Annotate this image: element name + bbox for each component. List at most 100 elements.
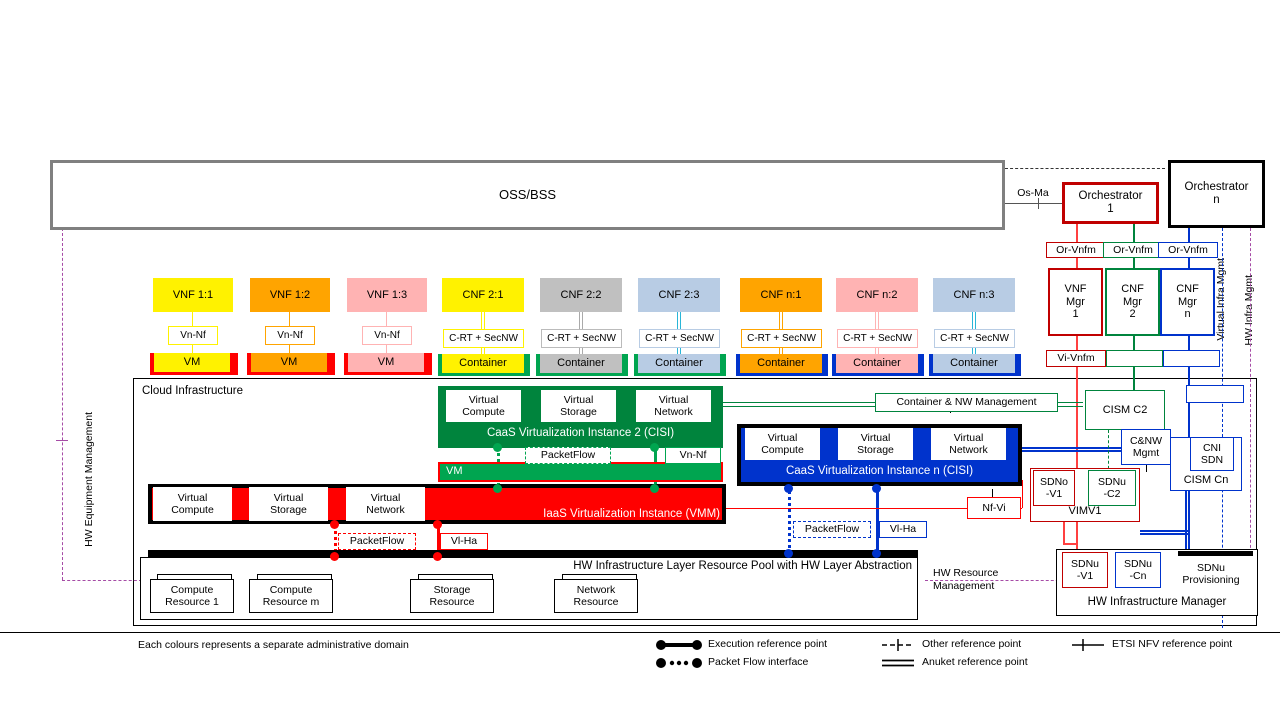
hw-pool-title: HW Infrastructure Layer Resource Pool wi… <box>573 560 912 572</box>
cnf-n-3-container[interactable]: Container <box>933 354 1015 373</box>
cnf-n-3-box[interactable]: CNF n:3 <box>933 278 1015 312</box>
vmm-vl-ha-label[interactable]: Vl-Ha <box>440 533 488 550</box>
nf-vi-hline <box>726 508 1022 509</box>
cloud-infrastructure-box[interactable] <box>133 378 1257 626</box>
hw-equipment-mgmt-hline <box>62 580 142 581</box>
sdnu-provisioning-box[interactable]: SDNu Provisioning <box>1168 556 1254 592</box>
cisi2-packetflow-label[interactable]: PacketFlow <box>525 447 611 464</box>
cnf-2-3-c-rt-secnw[interactable]: C-RT + SecNW <box>639 329 720 348</box>
vnf-1-2-vm[interactable]: VM <box>251 353 327 372</box>
vnf-mgr-1-box[interactable]: VNF Mgr 1 <box>1048 268 1103 336</box>
cnf-2-2-c-rt-secnw[interactable]: C-RT + SecNW <box>541 329 622 348</box>
orchestrator-1-box[interactable]: Orchestrator 1 <box>1062 182 1159 224</box>
os-ma-tick <box>1038 198 1039 209</box>
legend-divider <box>0 632 1280 633</box>
vmm-vlha-line <box>437 524 440 558</box>
hw-equipment-boundary-top <box>1005 168 1165 169</box>
or-vnfm-red[interactable]: Or-Vnfm <box>1046 242 1106 258</box>
orchestrator-n-line2: n <box>1213 194 1220 206</box>
cisin-packetflow-dot-bottom <box>784 549 793 558</box>
legend-anuket-ref-icon <box>882 659 914 667</box>
vnf-1-3-vm[interactable]: VM <box>348 353 424 372</box>
cnf-mgr-n-box[interactable]: CNF Mgr n <box>1160 268 1215 336</box>
vmm-block[interactable] <box>148 484 726 524</box>
cnf-2-3-box[interactable]: CNF 2:3 <box>638 278 720 312</box>
vi-vnfm-green-blank[interactable] <box>1106 350 1163 367</box>
cnf-n-2-container[interactable]: Container <box>836 354 918 373</box>
sdnu-cn-box[interactable]: SDNu -Cn <box>1115 552 1161 588</box>
legend-execution-ref-icon <box>656 640 702 650</box>
cnf-2-1-c-rt-secnw[interactable]: C-RT + SecNW <box>443 329 524 348</box>
cisi-2-vm-label: VM <box>446 465 463 477</box>
cnf-2-1-box[interactable]: CNF 2:1 <box>442 278 524 312</box>
vnf-1-2-vn-nf[interactable]: Vn-Nf <box>265 326 315 345</box>
vmm-vlha-dot-top <box>433 520 442 529</box>
vmm-virtual-network[interactable]: Virtual Network <box>346 487 425 521</box>
cisi2-packetflow-dot-bottom <box>493 484 502 493</box>
cisi-2-vm-strip[interactable] <box>438 462 723 482</box>
vmm-vlha-dot-bottom <box>433 552 442 561</box>
cnf-n-3-c-rt-secnw[interactable]: C-RT + SecNW <box>934 329 1015 348</box>
cisi-2-virtual-compute[interactable]: Virtual Compute <box>446 390 521 422</box>
cisi2-packetflow-dot-top <box>493 443 502 452</box>
cnf-2-3-container[interactable]: Container <box>638 354 720 373</box>
cisi-n-virtual-network[interactable]: Virtual Network <box>931 428 1006 460</box>
sdnu-v1-box[interactable]: SDNu -V1 <box>1062 552 1108 588</box>
vmm-packetflow-dot-top <box>330 520 339 529</box>
vi-vnfm-red[interactable]: Vi-Vnfm <box>1046 350 1106 367</box>
legend-other-ref-label: Other reference point <box>922 638 1022 650</box>
cnf-n-1-container[interactable]: Container <box>740 354 822 373</box>
container-nw-management-box[interactable]: Container & NW Management <box>875 393 1058 412</box>
cnf-n-1-c-rt-secnw[interactable]: C-RT + SecNW <box>741 329 822 348</box>
hw-pool-topbar <box>148 550 918 557</box>
cnf-2-2-container[interactable]: Container <box>540 354 622 373</box>
sdnu-c2-box[interactable]: SDNu -C2 <box>1088 470 1136 506</box>
sdno-v1-box[interactable]: SDNo -V1 <box>1033 470 1075 506</box>
vmm-packetflow-label[interactable]: PacketFlow <box>338 533 416 550</box>
cisin-vlha-line <box>876 486 879 554</box>
cnf-n-1-box[interactable]: CNF n:1 <box>740 278 822 312</box>
vnf-1-1-vm[interactable]: VM <box>154 353 230 372</box>
orchestrator-n-box[interactable]: Orchestrator n <box>1168 160 1265 228</box>
compute-resource-1[interactable]: Compute Resource 1 <box>150 579 234 613</box>
vi-vnfm-blue-blank[interactable] <box>1163 350 1220 367</box>
cni-sdn-upper-blank[interactable] <box>1186 385 1244 403</box>
vnf-1-3-box[interactable]: VNF 1:3 <box>347 278 427 312</box>
nf-vi-vline <box>1022 480 1023 508</box>
cni-sdn-box[interactable]: CNI SDN <box>1190 437 1234 471</box>
virtual-infra-mgmt-divider <box>1222 228 1223 628</box>
os-ma-label: Os-Ma <box>1010 186 1056 200</box>
vnf-1-3-vn-nf[interactable]: Vn-Nf <box>362 326 412 345</box>
os-ma-connector <box>1005 203 1067 204</box>
cisi2-vn-nf-label[interactable]: Vn-Nf <box>665 447 721 464</box>
cisi-2-virtual-storage[interactable]: Virtual Storage <box>541 390 616 422</box>
cisin-vl-ha-label[interactable]: Vl-Ha <box>879 521 927 538</box>
cisi-2-title: CaaS Virtualization Instance 2 (CISI) <box>486 427 675 440</box>
nf-vi-label[interactable]: Nf-Vi <box>967 497 1021 519</box>
or-vnfm-green[interactable]: Or-Vnfm <box>1103 242 1163 258</box>
cnf-mgr-2-box[interactable]: CNF Mgr 2 <box>1105 268 1160 336</box>
cnf-2-2-box[interactable]: CNF 2:2 <box>540 278 622 312</box>
cism-c2-box[interactable]: CISM C2 <box>1085 390 1165 430</box>
hw-infra-mgmt-divider <box>1250 228 1251 568</box>
cisi-2-virtual-network[interactable]: Virtual Network <box>636 390 711 422</box>
or-vnfm-blue[interactable]: Or-Vnfm <box>1158 242 1218 258</box>
cnf-2-1-container[interactable]: Container <box>442 354 524 373</box>
cisi-n-virtual-compute[interactable]: Virtual Compute <box>745 428 820 460</box>
vmm-virtual-compute[interactable]: Virtual Compute <box>153 487 232 521</box>
storage-resource[interactable]: Storage Resource <box>410 579 494 613</box>
vnf-1-1-vn-nf[interactable]: Vn-Nf <box>168 326 218 345</box>
vnf-1-1-box[interactable]: VNF 1:1 <box>153 278 233 312</box>
cisin-packetflow-label[interactable]: PacketFlow <box>793 521 871 538</box>
vnf-1-2-box[interactable]: VNF 1:2 <box>250 278 330 312</box>
legend-packet-flow-icon <box>656 658 702 668</box>
cnf-n-2-box[interactable]: CNF n:2 <box>836 278 918 312</box>
cisi-n-virtual-storage[interactable]: Virtual Storage <box>838 428 913 460</box>
compute-resource-m[interactable]: Compute Resource m <box>249 579 333 613</box>
c-nw-mgmt-box[interactable]: C&NW Mgmt <box>1121 429 1171 465</box>
network-resource[interactable]: Network Resource <box>554 579 638 613</box>
cnf-n-2-c-rt-secnw[interactable]: C-RT + SecNW <box>837 329 918 348</box>
vmm-virtual-storage[interactable]: Virtual Storage <box>249 487 328 521</box>
ossbss-box[interactable]: OSS/BSS <box>50 160 1005 230</box>
